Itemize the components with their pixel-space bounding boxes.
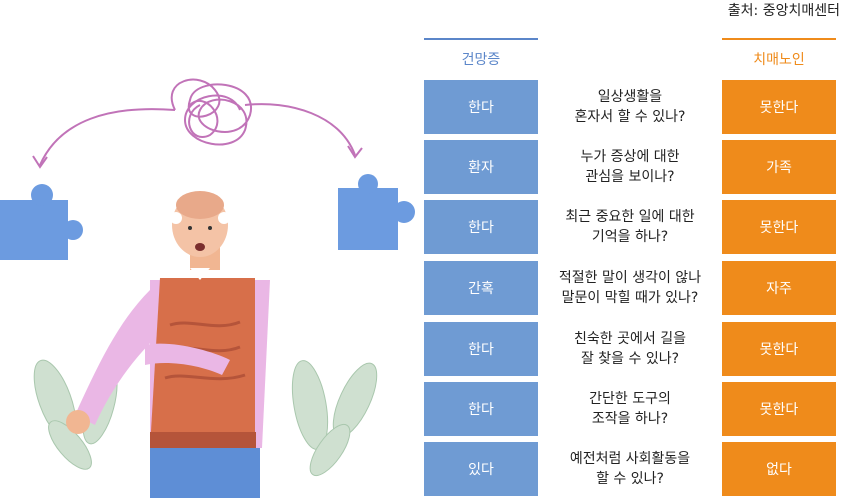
question-text: 적절한 말이 생각이 않나 말문이 막힐 때가 있나?	[558, 270, 702, 306]
dementia-cell: 못한다	[722, 80, 836, 134]
elderly-man-figure	[66, 191, 270, 498]
dementia-cell: 못한다	[722, 322, 836, 376]
question-text: 간단한 도구의 조작을 하나?	[589, 391, 671, 427]
arrow-right	[244, 103, 356, 156]
column-header-forgetfulness: 건망증	[424, 38, 538, 70]
forgetfulness-cell: 간혹	[424, 261, 538, 315]
puzzle-piece-left-icon	[0, 184, 83, 260]
question-text: 예전처럼 사회활동을 할 수 있나?	[569, 451, 691, 487]
tangled-thread-icon	[170, 78, 253, 146]
dementia-cell: 자주	[722, 261, 836, 315]
forgetfulness-cell: 한다	[424, 382, 538, 436]
dementia-cell: 못한다	[722, 382, 836, 436]
puzzle-piece-right-icon	[338, 174, 415, 250]
question-text: 일상생활을 혼자서 할 수 있나?	[574, 89, 686, 125]
arrow-left	[39, 108, 176, 166]
dementia-cell: 가족	[722, 140, 836, 194]
arrow-left-head	[32, 155, 48, 169]
question-text: 누가 증상에 대한 관심을 보이나?	[580, 149, 680, 185]
illustration	[0, 78, 415, 498]
forgetfulness-cell: 한다	[424, 80, 538, 134]
dementia-cell: 못한다	[722, 200, 836, 254]
arrow-right-head	[347, 145, 363, 159]
forgetfulness-cell: 한다	[424, 200, 538, 254]
question-text: 친숙한 곳에서 길을 잘 찾을 수 있나?	[574, 331, 686, 367]
forgetfulness-cell: 환자	[424, 140, 538, 194]
forgetfulness-cell: 한다	[424, 322, 538, 376]
leaves-right-icon	[291, 360, 378, 477]
dementia-cell: 없다	[722, 442, 836, 496]
column-header-dementia: 치매노인	[722, 38, 836, 70]
source-credit: 출처: 중앙치매센터	[727, 3, 840, 19]
question-text: 최근 중요한 일에 대한 기억을 하나?	[565, 209, 695, 245]
forgetfulness-cell: 있다	[424, 442, 538, 496]
